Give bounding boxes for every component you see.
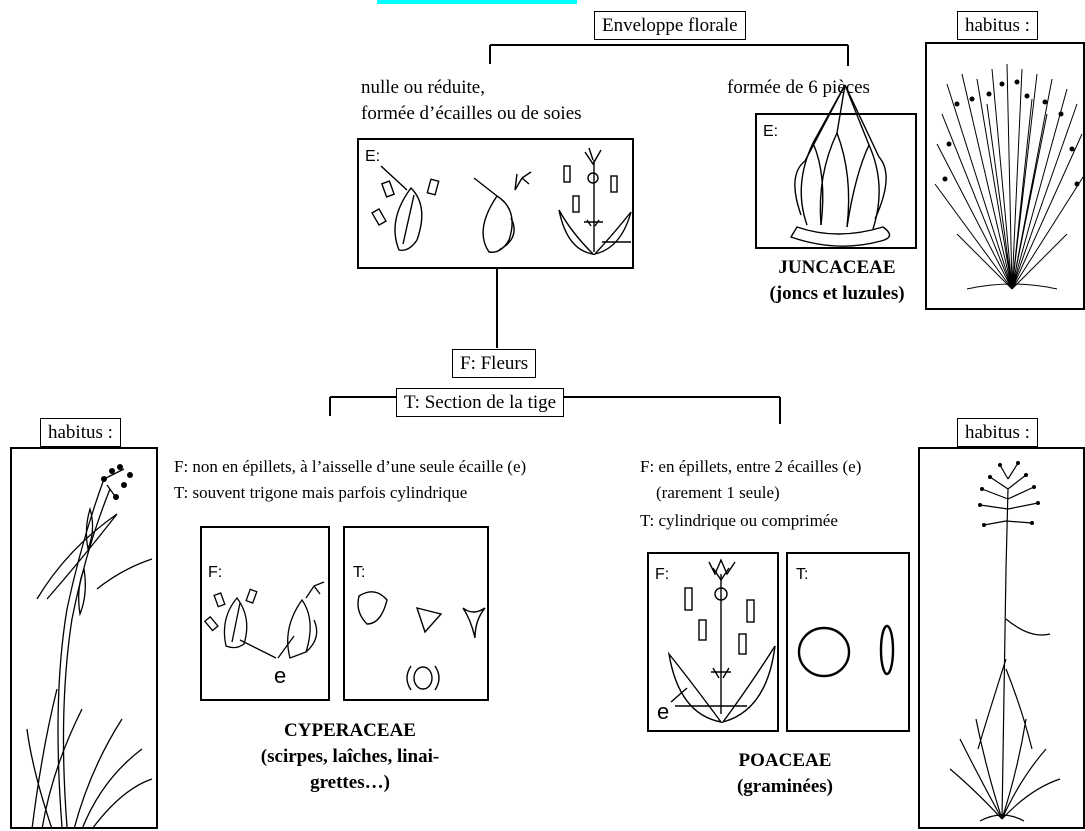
cyperaceae-f-text: F: non en épillets, à l’aisselle d’une s… [174,457,527,476]
cyperaceae-common-line2: grettes…) [310,772,390,793]
juncaceae-habitus-drawing [934,63,1085,290]
habitus-label-poaceae: habitus : [957,418,1038,447]
section-tige-label: T: Section de la tige [396,388,565,417]
cyperaceae-habitus-drawing [26,464,153,830]
f-panel-label: F: [208,564,223,581]
enveloppe-left-line1: nulle ou réduite, [361,77,485,98]
cyperaceae-habitus-panel [10,447,158,830]
habitus-label-juncaceae: habitus : [957,11,1038,40]
reduced-envelope-panel: E: [357,138,634,269]
enveloppe-florale-label: Enveloppe florale [594,11,746,40]
poaceae-common: (graminées) [736,776,834,797]
t-panel-label: T: [353,564,366,581]
poaceae-f-text-2: (rarement 1 seule) [656,483,780,502]
scale-e-label: e [657,699,670,724]
cyperaceae-common-line1: (scirpes, laîches, linai- [260,746,440,767]
poaceae-t-text: T: cylindrique ou comprimée [640,511,838,530]
scale-e-label: e [274,663,287,688]
cyperaceae-name: CYPERACEAE [284,720,416,741]
e-panel-label: E: [365,148,381,165]
poaceae-f-text: F: en épillets, entre 2 écailles (e) [640,457,862,476]
juncaceae-habitus-panel [925,42,1085,310]
cyperaceae-flower-panel: F: e [200,526,330,701]
poaceae-stem-section-panel: T: [786,552,910,732]
enveloppe-right-label: formée de 6 pièces [727,77,870,98]
poaceae-stem-sections [797,624,895,678]
cyperaceae-stem-sections [357,591,486,691]
reduced-flower-drawings [371,147,632,256]
cyperaceae-stem-section-panel: T: [343,526,489,701]
poaceae-name: POACEAE [738,750,832,771]
top-highlight-strip [377,0,577,4]
poaceae-habitus-drawing [949,461,1061,822]
poaceae-flower-drawing [667,558,776,724]
poaceae-flower-panel: F: e [647,552,779,732]
juncaceae-flower-panel: E: [755,84,917,249]
f-panel-label: F: [655,566,670,583]
cyperaceae-flower-drawing [203,581,325,659]
enveloppe-left-line2: formée d’écailles ou de soies [361,103,582,124]
juncaceae-name: JUNCACEAE [778,257,896,278]
habitus-label-cyperaceae: habitus : [40,418,121,447]
e-panel-label: E: [763,123,779,140]
cyperaceae-t-text: T: souvent trigone mais parfois cylindri… [174,483,468,502]
juncaceae-common: (joncs et luzules) [769,283,905,304]
poaceae-habitus-panel [918,447,1085,829]
t-panel-label: T: [796,566,809,583]
juncaceae-flower-drawing [789,84,891,247]
fleurs-label: F: Fleurs [452,349,537,378]
